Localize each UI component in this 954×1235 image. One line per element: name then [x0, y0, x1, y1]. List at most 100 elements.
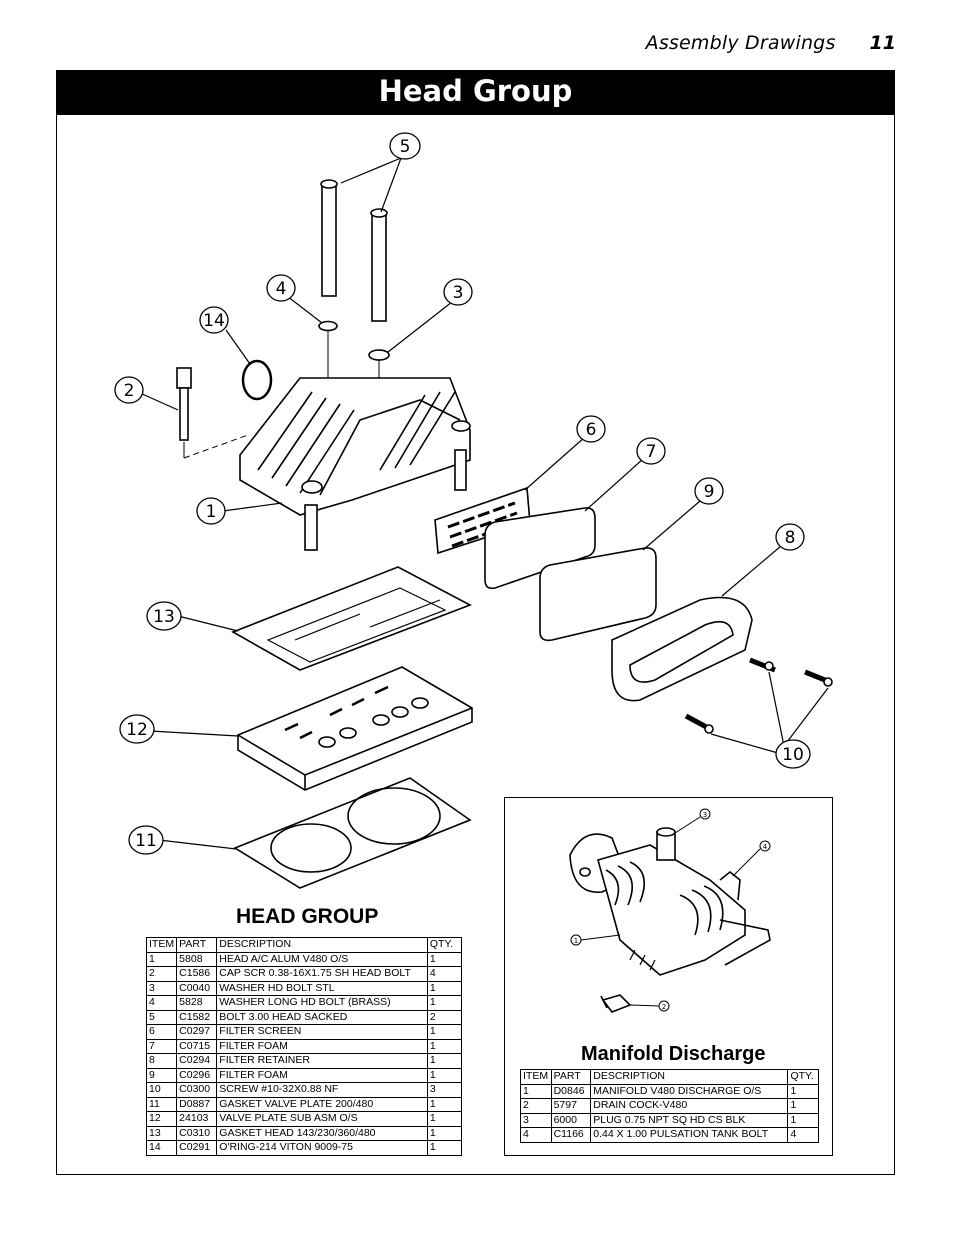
callout-2: 2 — [124, 381, 135, 401]
table-cell: CAP SCR 0.38-16X1.75 SH HEAD BOLT — [216, 966, 428, 982]
table-cell: 1 — [520, 1083, 552, 1099]
callout-10: 10 — [782, 745, 804, 765]
table-cell: C0291 — [176, 1140, 218, 1156]
table-cell: FILTER SCREEN — [216, 1024, 428, 1040]
table-cell: C0297 — [176, 1024, 218, 1040]
table-cell: 1 — [426, 1038, 463, 1054]
head-gasket — [231, 566, 472, 671]
table-cell: 4 — [145, 995, 178, 1011]
table-cell: DRAIN COCK-V480 — [590, 1098, 789, 1114]
table-cell: 1 — [787, 1083, 819, 1099]
callout-7: 7 — [646, 442, 657, 462]
table-cell: 7 — [145, 1038, 178, 1054]
column-header: ITEM — [520, 1069, 552, 1085]
manifold-callout-2: 2 — [662, 1003, 666, 1011]
table-cell: 11 — [145, 1096, 178, 1112]
callout-8: 8 — [785, 528, 796, 548]
table-cell: 1 — [426, 1111, 463, 1127]
table-cell: 6000 — [550, 1112, 592, 1128]
filter-foam-7 — [484, 507, 596, 590]
table-cell: 1 — [426, 1140, 463, 1156]
table-cell: 3 — [520, 1112, 552, 1128]
table-cell: C1582 — [176, 1009, 218, 1025]
table-cell: 5 — [145, 1009, 178, 1025]
table-cell: C1166 — [550, 1127, 592, 1143]
table-cell: 2 — [145, 966, 178, 982]
table-cell: WASHER LONG HD BOLT (BRASS) — [216, 995, 428, 1011]
table-cell: 10 — [145, 1082, 178, 1098]
table-cell: 1 — [787, 1112, 819, 1128]
table-cell: 2 — [520, 1098, 552, 1114]
callout-6: 6 — [586, 420, 597, 440]
filter-retainer — [611, 596, 753, 702]
manifold-callout-1: 1 — [574, 937, 578, 945]
table-cell: 0.44 X 1.00 PULSATION TANK BOLT — [590, 1127, 789, 1143]
manifold-callout-3: 3 — [703, 811, 707, 819]
table-cell: FILTER FOAM — [216, 1067, 428, 1083]
callout-5: 5 — [400, 137, 411, 157]
content-frame: Head Group — [56, 70, 895, 1175]
table-cell: 1 — [787, 1098, 819, 1114]
callout-14: 14 — [203, 311, 225, 331]
table-cell: PLUG 0.75 NPT SQ HD CS BLK — [590, 1112, 789, 1128]
table-cell: BOLT 3.00 HEAD SACKED — [216, 1009, 428, 1025]
table-cell: 1 — [426, 951, 463, 967]
column-header: DESCRIPTION — [216, 937, 428, 953]
column-header: PART — [550, 1069, 592, 1085]
table-cell: C0310 — [176, 1125, 218, 1141]
table-cell: 5828 — [176, 995, 218, 1011]
table-cell: 1 — [426, 1096, 463, 1112]
page-number: 11 — [869, 32, 896, 54]
callout-13: 13 — [153, 607, 175, 627]
column-header: QTY. — [426, 937, 463, 953]
table-cell: WASHER HD BOLT STL — [216, 980, 428, 996]
table-cell: 8 — [145, 1053, 178, 1069]
filter-foam-9 — [539, 547, 657, 642]
table-cell: D0846 — [550, 1083, 592, 1099]
exploded-drawing: 5 4 3 14 2 1 6 7 9 8 13 12 11 10 — [114, 132, 833, 1013]
table-cell: 24103 — [176, 1111, 218, 1127]
leader-lines — [139, 157, 829, 850]
table-cell: VALVE PLATE SUB ASM O/S — [216, 1111, 428, 1127]
table-cell: D0887 — [176, 1096, 218, 1112]
table-cell: FILTER FOAM — [216, 1038, 428, 1054]
table-cell: 3 — [145, 980, 178, 996]
manifold-discharge-inset — [504, 797, 833, 1156]
callout-4: 4 — [276, 279, 287, 299]
valve-plate — [237, 666, 473, 791]
column-header: PART — [176, 937, 218, 953]
manifold-leader-lines — [570, 808, 771, 1012]
table-cell: 1 — [426, 980, 463, 996]
table-cell: O'RING-214 VITON 9009-75 — [216, 1140, 428, 1156]
manifold-discharge-title: Manifold Discharge — [581, 1043, 766, 1065]
column-header: ITEM — [145, 937, 178, 953]
long-head-bolts — [320, 179, 388, 322]
table-cell: 1 — [426, 1125, 463, 1141]
manifold-callout-4: 4 — [763, 843, 768, 851]
column-header: DESCRIPTION — [590, 1069, 789, 1085]
manifold-drawing — [569, 827, 771, 1013]
table-cell: C1586 — [176, 966, 218, 982]
table-cell: 5808 — [176, 951, 218, 967]
table-cell: 1 — [426, 1024, 463, 1040]
table-cell: 14 — [145, 1140, 178, 1156]
table-cell: GASKET HEAD 143/230/360/480 — [216, 1125, 428, 1141]
callout-12: 12 — [126, 720, 148, 740]
table-cell: 5797 — [550, 1098, 592, 1114]
table-cell: C0296 — [176, 1067, 218, 1083]
